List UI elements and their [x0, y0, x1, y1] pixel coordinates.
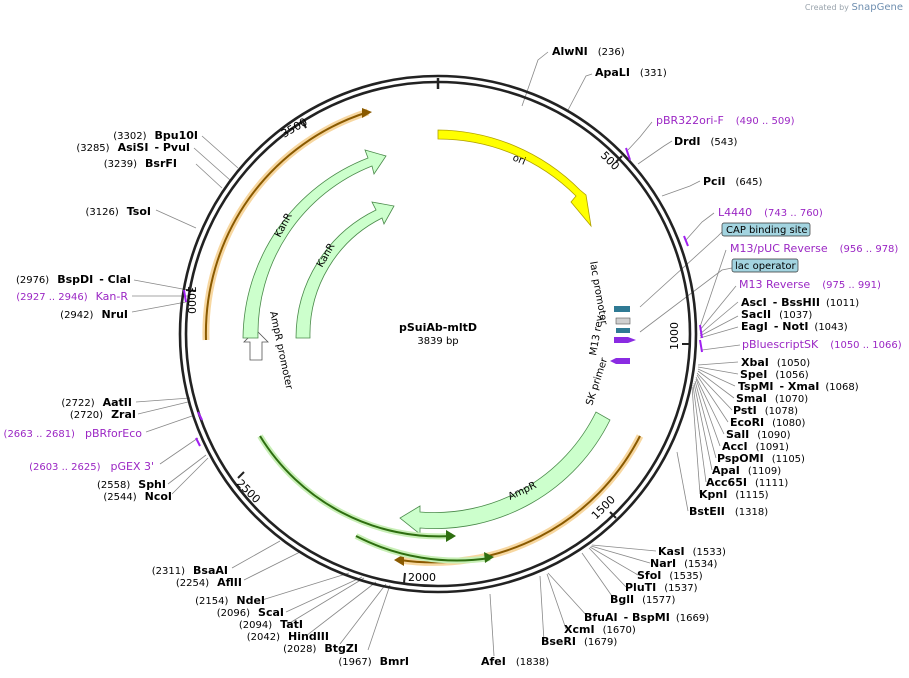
- credit-text: Created by: [804, 3, 849, 12]
- tick-2000: 2000: [408, 571, 436, 584]
- site-eagi[interactable]: EagI- NotI(1043): [741, 320, 848, 333]
- site-sacii[interactable]: SacII(1037): [741, 308, 812, 321]
- site-aatii[interactable]: (2722)AatII: [61, 396, 132, 409]
- site-pcii[interactable]: PciI(645): [703, 175, 762, 188]
- site-acci[interactable]: AccI(1091): [722, 440, 789, 453]
- site-pspomi[interactable]: PspOMI(1105): [717, 452, 805, 465]
- lac-promoter-glyph: [614, 306, 630, 312]
- site-bfuai[interactable]: BfuAI- BspMI(1669): [584, 611, 709, 624]
- site-tati[interactable]: (2094)TatI: [239, 618, 303, 631]
- site-tspmi[interactable]: TspMI- XmaI(1068): [738, 380, 859, 393]
- site-kpni[interactable]: KpnI(1115): [699, 488, 769, 501]
- site-smai[interactable]: SmaI(1070): [736, 392, 808, 405]
- site-drdi[interactable]: DrdI(543): [674, 135, 738, 148]
- m13-rev-label: M13 rev: [588, 315, 606, 357]
- site-kasi[interactable]: KasI(1533): [658, 545, 726, 558]
- site-ncoi[interactable]: (2544)NcoI: [103, 490, 172, 503]
- site-asisi[interactable]: (3285)AsiSI- PvuI: [76, 141, 190, 154]
- site-asci[interactable]: AscI- BssHII(1011): [741, 296, 859, 309]
- arc-green-2-arrowhead: [484, 552, 494, 563]
- site-bsteii[interactable]: BstEII(1318): [689, 505, 768, 518]
- feature-kanr-inner: [295, 201, 395, 339]
- site-hindiii[interactable]: (2042)HindIII: [247, 630, 329, 643]
- tick-marks: [185, 119, 690, 584]
- site-bseri[interactable]: BseRI(1679): [541, 635, 617, 648]
- site-nrui[interactable]: (2942)NruI: [60, 308, 128, 321]
- cap-binding-label[interactable]: CAP binding site: [726, 225, 808, 236]
- site-acc65i[interactable]: Acc65I(1111): [706, 476, 788, 489]
- leader-lines: [131, 51, 741, 657]
- feature-ori: [437, 129, 592, 228]
- lac-operator-box: [731, 258, 799, 273]
- plasmid-name: pSuiAb-mltD: [399, 321, 477, 334]
- site-scai[interactable]: (2096)ScaI: [217, 606, 284, 619]
- arc-green-2-line: [355, 535, 491, 562]
- lac-operator-label[interactable]: lac operator: [735, 261, 796, 272]
- site-psti[interactable]: PstI(1078): [733, 404, 798, 417]
- site-zrai[interactable]: (2720)ZraI: [70, 408, 136, 421]
- site-xcmi[interactable]: XcmI(1670): [564, 623, 636, 636]
- site-tsoi[interactable]: (3126)TsoI: [85, 205, 151, 218]
- feature-ampr: [399, 411, 611, 535]
- site-aflii[interactable]: (2254)AflII: [176, 576, 242, 589]
- arc-kan-arrowhead: [362, 108, 372, 118]
- credit-brand: SnapGene: [851, 2, 903, 13]
- site-sfoi[interactable]: SfoI(1535): [637, 569, 703, 582]
- tick-1000: 1000: [668, 322, 681, 350]
- site-xbai[interactable]: XbaI(1050): [741, 356, 810, 369]
- site-m13-puc-reverse[interactable]: M13/pUC Reverse(956 .. 978): [730, 242, 898, 255]
- site-apali[interactable]: ApaLI(331): [595, 66, 667, 79]
- site-pbluescriptsk[interactable]: pBluescriptSK(1050 .. 1066): [742, 338, 902, 351]
- backbone-outer: [178, 74, 698, 594]
- plasmid-size: 3839 bp: [417, 336, 458, 347]
- site-m13-reverse[interactable]: M13 Reverse(975 .. 991): [739, 278, 881, 291]
- site-afei[interactable]: AfeI(1838): [481, 655, 549, 668]
- site-pbr322ori-f[interactable]: pBR322ori-F(490 .. 509): [656, 114, 795, 127]
- sk-primer-glyph: [610, 358, 630, 364]
- cap-binding-glyph: [615, 317, 631, 325]
- site-btgzi[interactable]: (2028)BtgZI: [283, 642, 358, 655]
- snapgene-credit: Created by SnapGene: [805, 2, 903, 13]
- tick-500: 500: [598, 149, 622, 173]
- lac-operator-glyph: [616, 328, 630, 333]
- site-pbrforeco[interactable]: (2663 .. 2681)pBRforEco: [4, 427, 143, 440]
- arc-kan-line: [204, 111, 369, 341]
- feature-kanr-outer: [242, 149, 387, 339]
- arc-green-1-line: [259, 435, 453, 538]
- m13-rev-glyph: [614, 337, 636, 343]
- feature-ori-label: ori: [511, 153, 527, 168]
- site-bmri[interactable]: (1967)BmrI: [338, 655, 409, 668]
- tick-3000: 3000: [185, 286, 198, 314]
- site-bsaai[interactable]: (2311)BsaAI: [152, 564, 228, 577]
- cap-binding-box: [721, 222, 811, 237]
- site-kan-r[interactable]: (2927 .. 2946)Kan-R: [16, 290, 128, 303]
- site-pluti[interactable]: PluTI(1537): [625, 581, 698, 594]
- site-spei[interactable]: SpeI(1056): [740, 368, 809, 381]
- site-bspdi[interactable]: (2976)BspDI- ClaI: [16, 273, 131, 286]
- site-sali[interactable]: SalI(1090): [726, 428, 791, 441]
- site-bgli[interactable]: BglI(1577): [610, 593, 675, 606]
- sk-primer-label: SK primer: [584, 356, 610, 407]
- site-bsrfi[interactable]: (3239)BsrFI: [104, 157, 177, 170]
- site-l4440[interactable]: L4440(743 .. 760): [718, 206, 823, 219]
- site-nari[interactable]: NarI(1534): [650, 557, 718, 570]
- site-bpu10i[interactable]: (3302)Bpu10I: [113, 129, 198, 142]
- site-apai[interactable]: ApaI(1109): [712, 464, 781, 477]
- site-alwni[interactable]: AlwNI(236): [552, 45, 625, 58]
- site-ndei[interactable]: (2154)NdeI: [195, 594, 265, 607]
- primer-marks: [183, 147, 703, 447]
- site-labels-left: (1967)BmrI (2028)BtgZI (2042)HindIII (20…: [4, 129, 409, 668]
- site-sphi[interactable]: (2558)SphI: [97, 478, 166, 491]
- site-pgex3[interactable]: (2603 .. 2625)pGEX 3': [29, 460, 154, 473]
- site-labels: AlwNI(236) ApaLI(331) pBR322ori-F(490 ..…: [481, 45, 902, 668]
- arc-amp-arrowhead: [394, 554, 404, 566]
- arc-green-1-arrowhead: [446, 530, 456, 542]
- site-ecori[interactable]: EcoRI(1080): [730, 416, 806, 429]
- feature-ampr-promoter-label: AmpR promoter: [267, 310, 294, 391]
